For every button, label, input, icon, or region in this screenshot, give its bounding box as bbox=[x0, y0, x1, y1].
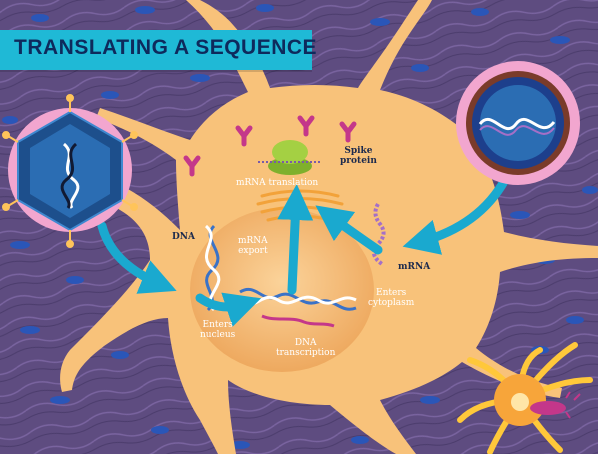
spike-protein-icon bbox=[183, 155, 201, 177]
nucleus bbox=[190, 208, 374, 372]
spike-proteins bbox=[183, 115, 357, 177]
dendritic-cell-icon bbox=[457, 342, 593, 454]
mrna-export-label: mRNA export bbox=[238, 236, 268, 256]
process-arrows bbox=[97, 173, 511, 327]
arrow-into-nucleus bbox=[195, 292, 262, 327]
arrow-mrna-export bbox=[277, 184, 314, 295]
dna-transcription-label: DNA transcription bbox=[276, 338, 336, 358]
spike-protein-icon bbox=[297, 115, 315, 137]
dna-label: DNA bbox=[172, 232, 196, 242]
spike-protein-icon bbox=[235, 125, 253, 147]
enters-nucleus-label: Enters nucleus bbox=[200, 320, 236, 340]
arrow-mrna-to-er bbox=[315, 205, 383, 255]
dna-helix-icon bbox=[204, 224, 221, 312]
arrow-into-cell bbox=[97, 221, 177, 294]
mrna-strand-icon bbox=[371, 202, 386, 266]
spike-protein-label: Spike protein bbox=[340, 146, 377, 166]
ribosome-icon bbox=[258, 140, 322, 175]
adenovirus-capsid-icon bbox=[2, 94, 138, 248]
lipid-nanoparticle-icon bbox=[456, 61, 580, 185]
enters-cytoplasm-label: Enters cytoplasm bbox=[368, 288, 415, 308]
arrow-lnp-into-cell bbox=[402, 173, 511, 255]
spike-protein-icon bbox=[339, 121, 357, 143]
mrna-label: mRNA bbox=[398, 262, 431, 272]
title-banner: TRANSLATING A SEQUENCE bbox=[0, 30, 317, 70]
mrna-translation-label: mRNA translation bbox=[236, 178, 319, 188]
page-title: TRANSLATING A SEQUENCE bbox=[14, 36, 318, 59]
